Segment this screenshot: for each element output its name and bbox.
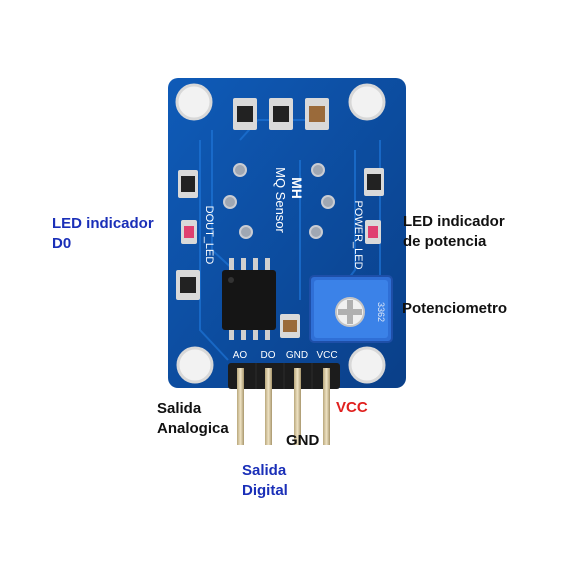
- pin-header: [228, 363, 340, 445]
- right-components: [364, 168, 384, 244]
- potentiometer-component: 3362: [309, 275, 393, 343]
- digital-line2: Digital: [242, 482, 288, 499]
- vcc-annotation: VCC: [336, 399, 368, 416]
- analog-line1: Salida: [157, 400, 202, 417]
- gnd-annotation: GND: [286, 432, 320, 449]
- led-power-line1: LED indicador: [403, 213, 505, 230]
- pin-header-labels: AO DO GND VCC: [233, 350, 338, 361]
- digital-output-annotation: Salida Digital: [242, 461, 288, 501]
- led-d0-line2: D0: [52, 235, 72, 252]
- analog-line2: Analogica: [157, 420, 229, 437]
- pin-label-gnd: GND: [286, 350, 308, 361]
- dout-led-silk: DOUT_LED: [203, 206, 215, 265]
- comparator-ic: [222, 258, 276, 340]
- analog-output-annotation: Salida Analogica: [157, 399, 229, 439]
- sensor-solder-pads: [223, 163, 335, 239]
- smd-resistors-top: [233, 98, 329, 130]
- led-d0-annotation: LED indicador D0: [52, 214, 154, 254]
- mounting-holes: [175, 83, 386, 384]
- power-led-silk: POWER_LED: [352, 200, 364, 269]
- led-d0-line1: LED indicador: [52, 215, 154, 232]
- board-brand-text: MH: [289, 177, 305, 199]
- digital-line1: Salida: [242, 462, 287, 479]
- led-power-annotation: LED indicador de potencia: [403, 212, 505, 252]
- left-components: [176, 170, 200, 300]
- pot-code-text: 3362: [376, 302, 386, 322]
- potentiometer-annotation: Potenciometro: [402, 300, 508, 317]
- pin-label-do: DO: [261, 350, 276, 361]
- board-model-text: MQ Sensor: [273, 167, 288, 233]
- pin-label-ao: AO: [233, 350, 248, 361]
- led-power-line2: de potencia: [403, 233, 487, 250]
- pin-label-vcc: VCC: [316, 350, 337, 361]
